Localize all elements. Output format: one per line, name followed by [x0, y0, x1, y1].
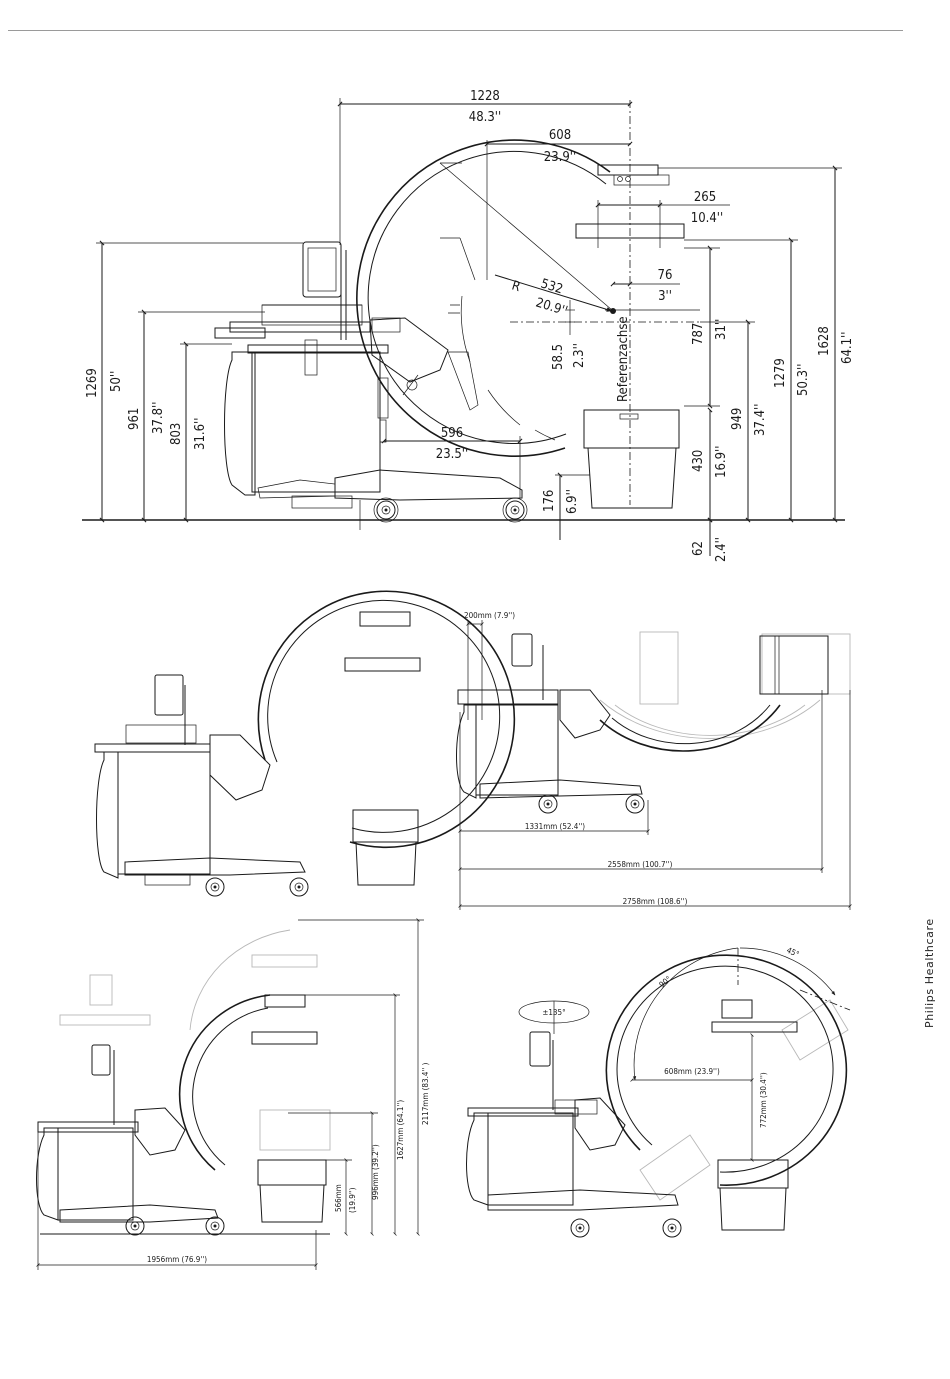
dim-608-in: 23.9'': [544, 150, 576, 165]
dim-58: 58.5: [551, 344, 566, 370]
monitor: [302, 241, 347, 340]
dim-62: 62: [691, 541, 706, 556]
dim-176: 176: [542, 490, 557, 512]
dim-1279-in: 50.3'': [796, 364, 811, 396]
dim-r532-in: 20.9'': [534, 295, 569, 319]
dim-608: 608: [549, 128, 571, 143]
dim-961-in: 37.8'': [151, 402, 166, 434]
reference-axis-label: Referenzachse: [616, 316, 631, 402]
c-arc: [356, 139, 685, 509]
dim-787-in: 31'': [714, 319, 729, 340]
dim-949: 949: [730, 408, 745, 430]
dim-1228: 1228: [470, 89, 500, 104]
side-view-5-rotation: ±135° 90° 45° 608mm (23.9'') 772mm (30.4…: [466, 946, 851, 1238]
dim-803-in: 31.6'': [193, 418, 208, 450]
dim-1269-in: 50'': [109, 371, 124, 392]
c-arm-link: [369, 317, 479, 411]
dim-2117mm: 2117mm (83.4'' ): [421, 1062, 430, 1125]
dim-566mm: 566mm: [334, 1184, 343, 1212]
dim-1269: 1269: [85, 368, 100, 398]
brand-label: Philips Healthcare: [923, 918, 936, 1028]
dim-58-in: 2.3'': [572, 343, 587, 368]
dim-r-label: R: [510, 278, 522, 295]
angle-45-label: 45°: [785, 946, 800, 960]
dim-772mm: 772mm (30.4''): [759, 1072, 768, 1128]
dim-2558mm: 2558mm (100.7''): [608, 860, 673, 869]
dim-200mm: 200mm (7.9''): [464, 611, 515, 620]
dim-803: 803: [169, 423, 184, 445]
cart-body: [214, 304, 389, 496]
base: [257, 469, 528, 530]
dim-566mm-in: (19.9''): [348, 1187, 357, 1213]
dim-430: 430: [691, 450, 706, 472]
dim-2758mm: 2758mm (108.6''): [623, 897, 688, 906]
dim-1331mm: 1331mm (52.4''): [525, 822, 585, 831]
main-side-view: Referenzachse 1228 48.3'' 608 23.9'' 265…: [82, 89, 855, 562]
dim-596: 596: [441, 426, 463, 441]
dim-1279: 1279: [773, 358, 788, 388]
dim-1627mm: 1627mm (64.1''): [396, 1100, 405, 1160]
dim-176-in: 6.9'': [565, 489, 580, 514]
dim-265-in: 10.4'': [691, 211, 723, 226]
dim-787: 787: [691, 323, 706, 345]
dim-596-in: 23.5'': [436, 447, 468, 462]
dim-76-in: 3'': [658, 289, 672, 304]
dim-961: 961: [127, 408, 142, 430]
dim-1228-in: 48.3'': [469, 110, 501, 125]
header-rule: [8, 30, 903, 31]
dim-1628: 1628: [817, 326, 832, 356]
dim-1956mm: 1956mm (76.9''): [147, 1255, 207, 1264]
dim-608mm: 608mm (23.9''): [664, 1067, 720, 1076]
dim-r532: 532: [539, 276, 565, 297]
dim-430-in: 16.9'': [714, 446, 729, 478]
rot-135-label: ±135°: [542, 1008, 565, 1017]
dim-949-in: 37.4'': [753, 404, 768, 436]
side-view-3-extended: 200mm (7.9'') 1331mm (52.4'') 2558mm (10…: [456, 611, 852, 910]
side-view-4-vertical: 1956mm (76.9'') 566mm (19.9'') 996mm (39…: [36, 918, 430, 1270]
side-view-2: [94, 590, 516, 897]
dim-265: 265: [694, 190, 716, 205]
dim-996mm: 996mm (39.2''): [371, 1144, 380, 1200]
dim-1628-in: 64.1'': [840, 332, 855, 364]
dim-76: 76: [658, 268, 673, 283]
dim-62-in: 2.4'': [714, 537, 729, 562]
